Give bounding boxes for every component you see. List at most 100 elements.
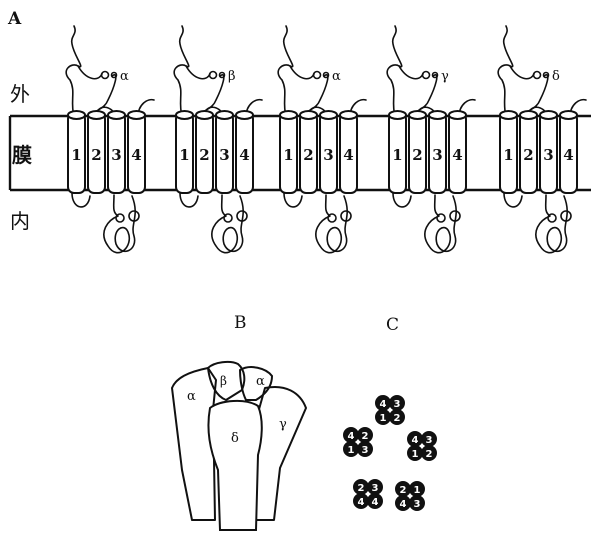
- helix-circle-number: 4: [400, 499, 407, 510]
- helix-number: 3: [111, 146, 121, 164]
- helix-number: 1: [392, 146, 402, 164]
- helix-number: 1: [283, 146, 293, 164]
- subunit-label: β: [228, 69, 236, 84]
- helix-circle-number: 3: [362, 445, 369, 456]
- label-membrane: 膜: [11, 143, 32, 167]
- receptor-assembly: α β α δ γ: [172, 362, 306, 530]
- helix-circle-number: 2: [394, 413, 401, 424]
- helix-circle: 1: [410, 482, 425, 497]
- loop-ring: [328, 214, 336, 222]
- helix-m2: 2: [409, 111, 426, 193]
- helix-circle: 2: [396, 482, 411, 497]
- loop-ring: [210, 72, 217, 79]
- helix-circle: 2: [390, 410, 405, 425]
- loop-ring: [548, 214, 556, 222]
- helix-number: 3: [323, 146, 333, 164]
- intracellular-loop: [504, 193, 567, 253]
- subunit-label: δ: [552, 69, 560, 84]
- assembly-gamma: γ: [279, 417, 287, 432]
- helix-m4: 4: [236, 111, 253, 193]
- helix-circle-number: 1: [380, 413, 387, 424]
- helix-m4: 4: [560, 111, 577, 193]
- helix-circle: 3: [410, 496, 425, 511]
- helix-m2: 2: [196, 111, 213, 193]
- helix-m4: 4: [128, 111, 145, 193]
- label-outside: 外: [10, 82, 30, 106]
- extracellular-domain: [387, 26, 402, 117]
- helix-circle-number: 3: [414, 499, 421, 510]
- extracellular-domain: [278, 26, 293, 117]
- helix-m1: 1: [500, 111, 517, 193]
- helix-number: 1: [71, 146, 81, 164]
- helix-m1: 1: [68, 111, 85, 193]
- helix-m3: 3: [429, 111, 446, 193]
- helix-number: 2: [303, 146, 313, 164]
- helix-circle-number: 4: [358, 497, 365, 508]
- extracellular-domain: [498, 26, 513, 117]
- helix-number: 4: [452, 146, 462, 164]
- helix-circle: 4: [396, 496, 411, 511]
- subunit-topology-group: 1234α1234β1234α1234γ1234δ: [66, 26, 586, 253]
- helix-circle: 3: [422, 432, 437, 447]
- helix-number: 2: [412, 146, 422, 164]
- extracellular-domain: [174, 26, 189, 117]
- helix-circle: 4: [344, 428, 359, 443]
- helix-number: 4: [239, 146, 249, 164]
- loop-ring: [314, 72, 321, 79]
- helix-number: 3: [219, 146, 229, 164]
- subunit-label: α: [120, 69, 129, 84]
- helix-circle: 4: [354, 494, 369, 509]
- helix-circle: 1: [344, 442, 359, 457]
- intracellular-loop: [72, 193, 135, 253]
- helix-number: 4: [131, 146, 141, 164]
- helix-circle: 3: [358, 442, 373, 457]
- helix-number: 3: [432, 146, 442, 164]
- subunit-cluster: 4213: [344, 428, 373, 457]
- subunit-gamma-shape: [252, 387, 306, 520]
- helix-circle: 1: [408, 446, 423, 461]
- loop-ring: [116, 214, 124, 222]
- helix-circle: 3: [390, 396, 405, 411]
- subunit-label: γ: [441, 69, 449, 84]
- label-inside: 内: [10, 209, 30, 233]
- helix-number: 2: [199, 146, 209, 164]
- helix-circle-number: 1: [414, 485, 421, 496]
- helix-m3: 3: [540, 111, 557, 193]
- helix-m3: 3: [216, 111, 233, 193]
- helix-m1: 1: [280, 111, 297, 193]
- loop-ring: [102, 72, 109, 79]
- helix-m4: 4: [449, 111, 466, 193]
- helix-m2: 2: [520, 111, 537, 193]
- helix-number: 1: [179, 146, 189, 164]
- helix-number: 1: [503, 146, 513, 164]
- helix-m2: 2: [300, 111, 317, 193]
- loop-ring: [224, 214, 232, 222]
- helix-number: 4: [563, 146, 573, 164]
- helix-circle-number: 3: [426, 435, 433, 446]
- loop-ring: [423, 72, 430, 79]
- helix-circle-number: 2: [358, 483, 365, 494]
- intracellular-loop: [180, 193, 243, 253]
- helix-circle-number: 1: [348, 445, 355, 456]
- helix-circle: 3: [368, 480, 383, 495]
- helix-circle-number: 2: [400, 485, 407, 496]
- panel-label-b: B: [234, 313, 247, 333]
- helix-m2: 2: [88, 111, 105, 193]
- helix-m4: 4: [340, 111, 357, 193]
- panel-label-a: A: [7, 9, 22, 29]
- helix-circle-number: 4: [380, 399, 387, 410]
- helix-circle-number: 4: [412, 435, 419, 446]
- helix-circle: 2: [422, 446, 437, 461]
- helix-circle-number: 4: [372, 497, 379, 508]
- helix-circle-number: 4: [348, 431, 355, 442]
- panel-label-c: C: [386, 315, 399, 335]
- helix-m1: 1: [389, 111, 406, 193]
